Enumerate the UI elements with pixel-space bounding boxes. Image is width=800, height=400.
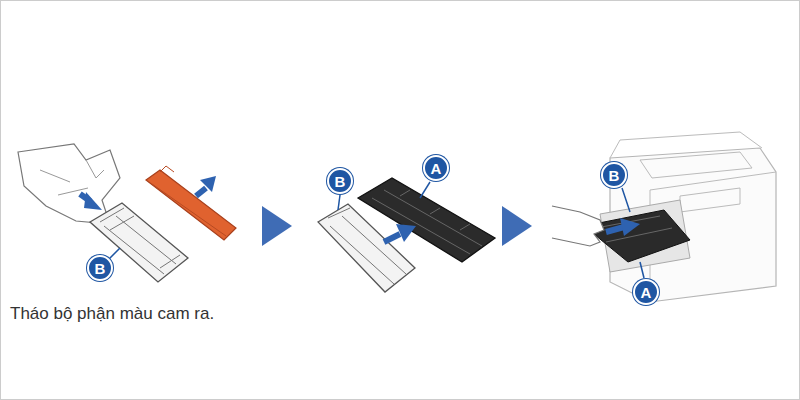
- toner-cartridge: [90, 203, 188, 282]
- step-arrow: [262, 206, 292, 246]
- callout-letter: B: [335, 174, 346, 189]
- callout-letter: B: [609, 168, 620, 183]
- arrow-head: [620, 218, 640, 236]
- leader-line: [108, 248, 120, 260]
- caption: Tháo bộ phận màu cam ra.: [10, 304, 214, 324]
- leader-line: [338, 195, 340, 210]
- leader-line: [420, 182, 430, 198]
- callout-letter: B: [95, 261, 106, 276]
- bag-crease: [40, 160, 104, 195]
- packing-bag: [18, 144, 120, 224]
- move-arrow: [606, 227, 624, 232]
- arrow-head: [396, 224, 416, 242]
- drum-detail: [372, 190, 482, 254]
- callout-circle: A: [423, 155, 449, 181]
- printer-body: [610, 148, 776, 302]
- leader-line: [622, 188, 630, 212]
- drum-detail: [596, 216, 672, 242]
- arrow-head: [200, 176, 216, 192]
- hand: [552, 206, 604, 246]
- callout-letter: A: [431, 161, 442, 176]
- drum-unit: [584, 210, 690, 262]
- drum-unit: [358, 178, 495, 262]
- move-arrow: [384, 234, 400, 242]
- callout-circle: B: [327, 168, 353, 194]
- callout-circle: B: [87, 255, 113, 281]
- step-arrow: [502, 206, 532, 246]
- callout-circle: A: [633, 279, 659, 305]
- orange-cover: [146, 170, 236, 240]
- move-arrow: [196, 188, 206, 196]
- callout-circle: B: [601, 162, 627, 188]
- arrow-head: [84, 192, 102, 210]
- callout-letter: A: [641, 285, 652, 300]
- cover-detail: [152, 166, 226, 236]
- leader-line: [640, 262, 644, 278]
